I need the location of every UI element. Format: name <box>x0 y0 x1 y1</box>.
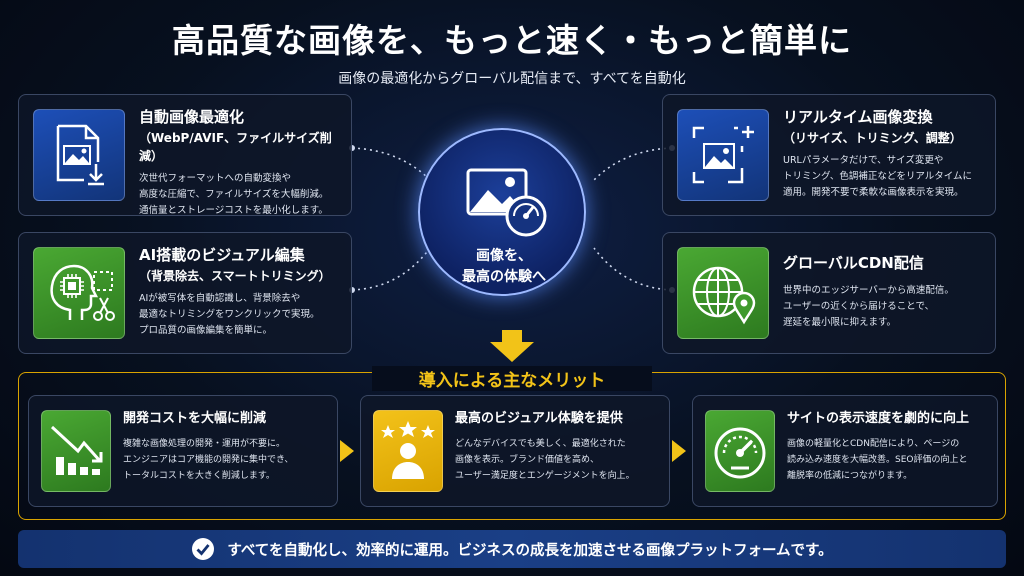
merit-desc-line: 画像の軽量化とCDN配信により、ページの <box>787 439 960 449</box>
image-file-download-icon <box>33 109 125 201</box>
feature-desc-line: プロ品質の画像編集を簡単に。 <box>139 325 273 336</box>
bar-chart-down-icon <box>41 410 111 492</box>
hub-text-line2: 最高の体験へ <box>462 269 546 285</box>
feature-card-auto-optimization: 自動画像最適化 （WebP/AVIF、ファイルサイズ削減） 次世代フォーマットへ… <box>18 94 352 216</box>
bottom-banner: すべてを自動化し、効率的に運用。ビジネスの成長を加速させる画像プラットフォームで… <box>18 530 1006 568</box>
merit-desc-line: 読み込み速度を大幅改善。SEO評価の向上と <box>787 455 968 465</box>
feature-desc-line: 世界中のエッジサーバーから高速配信。 <box>783 285 954 296</box>
feature-subtitle: （WebP/AVIF、ファイルサイズ削減） <box>139 131 332 163</box>
merit-desc-line: 離脱率の低減につながります。 <box>787 471 913 481</box>
check-circle-icon <box>191 537 215 561</box>
feature-desc-line: ユーザーの近くから届けることで、 <box>783 301 935 312</box>
speedometer-icon <box>705 410 775 492</box>
feature-desc-line: 遅延を最小限に抑えます。 <box>783 317 897 328</box>
feature-title: 自動画像最適化 <box>139 108 245 126</box>
feature-card-global-cdn: グローバルCDN配信 世界中のエッジサーバーから高速配信。 ユーザーの近くから届… <box>662 232 996 354</box>
merit-card-speed: サイトの表示速度を劇的に向上 画像の軽量化とCDN配信により、ページの 読み込み… <box>692 395 998 507</box>
merit-desc-line: エンジニアはコア機能の開発に集中でき、 <box>123 455 294 465</box>
merits-heading: 導入による主なメリット <box>372 366 652 391</box>
feature-desc-line: 最適なトリミングをワンクリックで実現。 <box>139 309 320 320</box>
user-stars-icon <box>373 410 443 492</box>
connector-bottom-right <box>593 247 673 291</box>
connector-top-right <box>593 147 673 181</box>
merit-title: 最高のビジュアル体験を提供 <box>455 411 623 426</box>
merit-title: 開発コストを大幅に削減 <box>123 411 267 426</box>
center-hub: 画像を、 最高の体験へ <box>418 128 586 296</box>
merit-title: サイトの表示速度を劇的に向上 <box>787 411 970 426</box>
feature-desc-line: 高度な圧縮で、ファイルサイズを大幅削減。 <box>139 189 329 200</box>
merit-desc-line: ユーザー満足度とエンゲージメントを向上。 <box>455 471 635 481</box>
image-speed-icon <box>464 164 548 240</box>
feature-desc-line: トリミング、色調補正などをリアルタイムに <box>783 171 973 182</box>
feature-desc-line: AIが被写体を自動認識し、背景除去や <box>139 293 301 304</box>
globe-pin-icon <box>677 247 769 339</box>
feature-subtitle: （背景除去、スマートトリミング） <box>139 269 331 283</box>
feature-subtitle: （リサイズ、トリミング、調整） <box>783 131 962 145</box>
chevron-right-icon <box>340 440 354 462</box>
hub-text-line1: 画像を、 <box>476 248 532 264</box>
merit-desc-line: 複雑な画像処理の開発・運用が不要に。 <box>123 439 286 449</box>
feature-title: グローバルCDN配信 <box>783 254 924 272</box>
feature-desc-line: 適用。開発不要で柔軟な画像表示を実現。 <box>783 187 964 198</box>
page-subtitle: 画像の最適化からグローバル配信まで、すべてを自動化 <box>338 71 686 87</box>
merit-card-visual: 最高のビジュアル体験を提供 どんなデバイスでも美しく、最適化された 画像を表示。… <box>360 395 670 507</box>
connector-bottom-left <box>351 247 431 291</box>
feature-card-ai-editing: AI搭載のビジュアル編集 （背景除去、スマートトリミング） AIが被写体を自動認… <box>18 232 352 354</box>
image-crop-plus-icon <box>677 109 769 201</box>
page-title: 高品質な画像を、もっと速く・もっと簡単に <box>172 21 852 60</box>
feature-title: リアルタイム画像変換 <box>783 108 933 126</box>
feature-desc-line: URLパラメータだけで、サイズ変更や <box>783 155 944 166</box>
connector-top-left <box>351 147 431 181</box>
merit-desc-line: トータルコストを大きく削減します。 <box>123 471 275 481</box>
merit-card-cost: 開発コストを大幅に削減 複雑な画像処理の開発・運用が不要に。 エンジニアはコア機… <box>28 395 338 507</box>
feature-card-realtime-transform: リアルタイム画像変換 （リサイズ、トリミング、調整） URLパラメータだけで、サ… <box>662 94 996 216</box>
chevron-right-icon <box>672 440 686 462</box>
ai-head-scissors-icon <box>33 247 125 339</box>
feature-desc-line: 通信量とストレージコストを最小化します。 <box>139 205 328 216</box>
feature-title: AI搭載のビジュアル編集 <box>139 246 305 264</box>
arrow-down-icon <box>490 330 534 362</box>
feature-desc-line: 次世代フォーマットへの自動変換や <box>139 173 292 184</box>
merit-desc-line: どんなデバイスでも美しく、最適化された <box>455 439 626 449</box>
merit-desc-line: 画像を表示。ブランド価値を高め、 <box>455 455 600 465</box>
bottom-banner-text: すべてを自動化し、効率的に運用。ビジネスの成長を加速させる画像プラットフォームで… <box>227 542 833 559</box>
